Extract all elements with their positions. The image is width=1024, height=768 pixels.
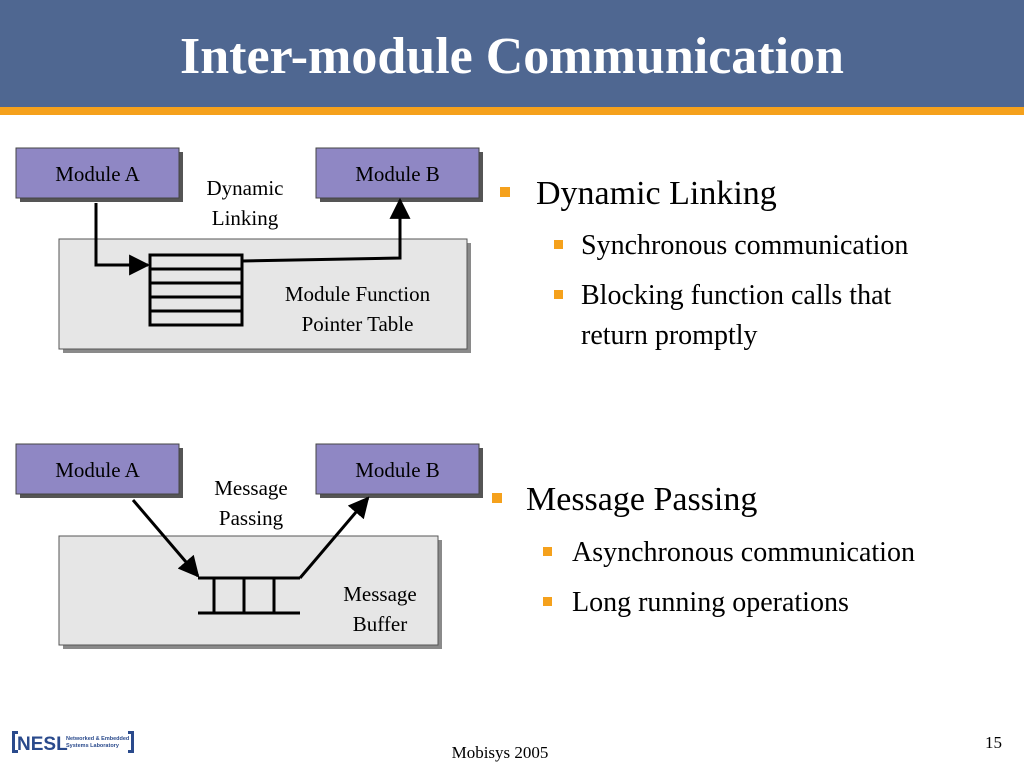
message-passing-caption: Message Passing <box>214 476 288 530</box>
dynamic-linking-caption: Dynamic Linking <box>206 176 284 230</box>
module-a-box <box>15 147 180 199</box>
bottom-module-a-label: Module A <box>55 458 140 482</box>
sub-bullet-blocking-line2: return promptly <box>581 320 758 351</box>
message-arrow-a-to-buffer <box>131 499 200 578</box>
top-module-b-label: Module B <box>355 162 440 186</box>
module-a-box-2 <box>15 443 180 495</box>
bullet-dynamic-linking: Dynamic Linking <box>536 175 777 212</box>
nesl-logo-icon: NESL Networked & Embedded Systems Labora… <box>12 731 134 755</box>
svg-text:Networked & Embedded: Networked & Embedded <box>66 736 129 742</box>
dynamic-linking-diagram <box>15 147 483 353</box>
call-arrow-table-to-b <box>241 197 411 263</box>
module-b-box <box>315 147 480 199</box>
svg-text:Systems Laboratory: Systems Laboratory <box>66 743 120 749</box>
sub-bullet-square-icon <box>543 547 552 556</box>
title-accent-stripe <box>0 107 1024 115</box>
sub-bullet-square-icon <box>543 597 552 606</box>
message-arrow-buffer-to-b <box>298 496 370 579</box>
sub-bullet-asynchronous: Asynchronous communication <box>572 537 915 568</box>
sub-bullet-long-running: Long running operations <box>572 587 849 618</box>
message-queue <box>198 576 300 615</box>
sub-bullet-square-icon <box>554 290 563 299</box>
sub-bullet-square-icon <box>554 240 563 249</box>
module-b-box-2 <box>315 443 480 495</box>
sub-bullet-synchronous: Synchronous communication <box>581 230 909 261</box>
bullet-message-passing: Message Passing <box>526 481 758 518</box>
page-number: 15 <box>985 733 1002 752</box>
top-module-a-label: Module A <box>55 162 140 186</box>
slide-title: Inter-module Communication <box>180 28 844 85</box>
sub-bullet-blocking-line1: Blocking function calls that <box>581 280 892 311</box>
call-arrow-a-to-table <box>94 203 151 276</box>
message-buffer-container <box>58 535 439 646</box>
bullet-square-icon <box>492 493 502 503</box>
function-pointer-table <box>148 253 244 327</box>
svg-text:NESL: NESL <box>17 734 68 755</box>
footer-text: Mobisys 2005 <box>451 743 549 762</box>
title-bar <box>0 0 1024 107</box>
message-buffer-label: Message Buffer <box>343 582 417 636</box>
function-table-label: Module Function Pointer Table <box>284 282 431 336</box>
message-passing-diagram <box>15 443 483 649</box>
bottom-module-b-label: Module B <box>355 458 440 482</box>
bullet-square-icon <box>500 187 510 197</box>
